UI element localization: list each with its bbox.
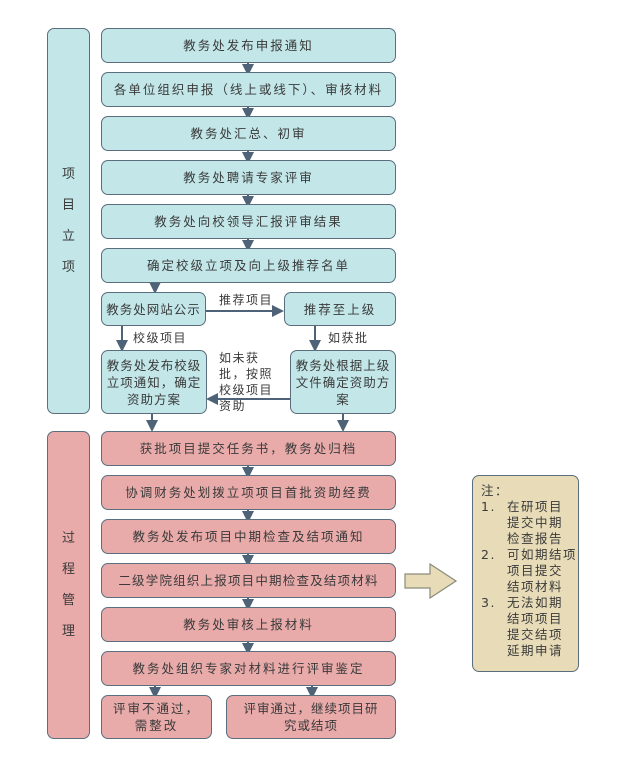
phase-char: 理 [61, 624, 75, 639]
note-line: 3. 无法如期 [481, 595, 577, 611]
note-line: 检查报告 [481, 531, 577, 547]
note-content: 注： 1. 在研项目提交中期检查报告 2. 可如期结项项目提交结项材料 3. 无法如期结项… [481, 483, 577, 659]
note-line: 提交中期 [481, 515, 577, 531]
big-right-arrow-icon [404, 562, 458, 600]
label-recommend: 推荐项目 [219, 293, 274, 307]
label-if-approved: 如获批 [328, 331, 369, 345]
phase-char: 项 [61, 167, 75, 182]
note-item-number [481, 643, 507, 659]
step-expert-review: 教务处聘请专家评审 [101, 160, 396, 195]
step-confirm-list: 确定校级立项及向上级推荐名单 [101, 248, 396, 283]
step-allocate-funds: 协调财务处划拨立项项目首批资助经费 [101, 475, 396, 510]
phase-char: 立 [61, 229, 75, 244]
note-item-number [481, 611, 507, 627]
note-line: 结项材料 [481, 579, 577, 595]
note-item-number: 3. [481, 595, 496, 610]
note-item-text: 延期申请 [507, 643, 564, 658]
outcome-pass: 评审通过，继续项目研究或结项 [226, 695, 396, 739]
note-item-text: 提交结项 [507, 627, 564, 642]
note-item-text: 可如期结项 [507, 547, 578, 562]
note-line: 2. 可如期结项 [481, 547, 577, 563]
label-if-not-approved: 如未获批，按照校级项目资助 [219, 351, 274, 413]
flow-arrows [116, 62, 349, 699]
phase-char: 过 [61, 531, 75, 546]
step-upper-funding: 教务处根据上级文件确定资助方案 [290, 350, 396, 414]
note-item-number [481, 627, 507, 643]
note-item-text: 检查报告 [507, 531, 564, 546]
note-item-number: 2. [481, 547, 496, 562]
phase-initiation: 项目立项 [47, 28, 90, 414]
note-item-number: 1. [481, 499, 496, 514]
step-school-notice: 教务处发布校级立项通知，确定资助方案 [101, 350, 207, 414]
step-submit-task-book: 获批项目提交任务书，教务处归档 [101, 431, 396, 466]
note-title: 注： [481, 483, 510, 498]
step-review-materials: 教务处审核上报材料 [101, 607, 396, 642]
note-item-text: 结项材料 [507, 579, 564, 594]
step-recommend-upper: 推荐至上级 [284, 292, 396, 326]
note-line: 结项项目 [481, 611, 577, 627]
label-school-level: 校级项目 [133, 331, 188, 345]
note-item-text: 结项项目 [507, 611, 564, 626]
note-line: 提交结项 [481, 627, 577, 643]
note-item-number [481, 515, 507, 531]
step-publish-notice: 教务处发布申报通知 [101, 28, 396, 63]
note-item-text: 提交中期 [507, 515, 564, 530]
step-expert-appraisal: 教务处组织专家对材料进行评审鉴定 [101, 651, 396, 686]
note-item-text: 无法如期 [507, 595, 564, 610]
note-item-number [481, 579, 507, 595]
phase-char: 管 [61, 593, 75, 608]
step-summary-review: 教务处汇总、初审 [101, 116, 396, 151]
note-item-text: 在研项目 [507, 499, 564, 514]
phase-management: 过程管理 [47, 431, 90, 739]
step-unit-application: 各单位组织申报（线上或线下）、审核材料 [101, 72, 396, 107]
step-report-leaders: 教务处向校领导汇报评审结果 [101, 204, 396, 239]
phase-char: 项 [61, 260, 75, 275]
step-website-publicize: 教务处网站公示 [101, 292, 206, 326]
phase-char: 程 [61, 562, 75, 577]
note-item-number [481, 531, 507, 547]
outcome-fail: 评审不通过，需整改 [101, 695, 212, 739]
phase-char: 目 [61, 198, 75, 213]
step-college-submit: 二级学院组织上报项目中期检查及结项材料 [101, 563, 396, 598]
note-line: 1. 在研项目 [481, 499, 577, 515]
note-item-text: 项目提交 [507, 563, 564, 578]
note-box [472, 475, 579, 672]
note-line: 延期申请 [481, 643, 577, 659]
note-line: 项目提交 [481, 563, 577, 579]
step-midterm-notice: 教务处发布项目中期检查及结项通知 [101, 519, 396, 554]
note-item-number [481, 563, 507, 579]
